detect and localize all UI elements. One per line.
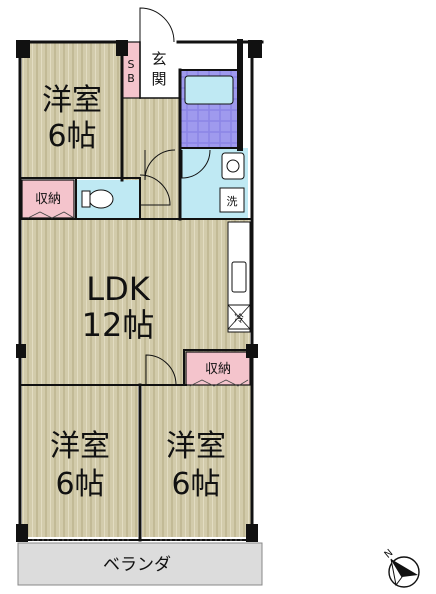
storage-mid-label: 収納 — [205, 362, 231, 377]
fridge-label: 冷 — [234, 312, 244, 325]
entrance-door — [139, 7, 175, 43]
ldk-label: LDK — [86, 270, 150, 308]
entrance-floor — [140, 42, 178, 98]
svg-text:B: B — [127, 72, 135, 85]
mid-door — [145, 354, 177, 386]
toilet-tank — [81, 190, 91, 208]
room-western-bottom-right-size: 6帖 — [171, 467, 220, 502]
hall-door — [144, 149, 176, 181]
room-western-bottom-left-size: 6帖 — [55, 467, 104, 502]
ldk-size: 12帖 — [82, 306, 155, 344]
svg-text:S: S — [128, 58, 135, 71]
entrance-label: 玄 関 — [151, 50, 166, 88]
svg-text:関: 関 — [151, 70, 166, 88]
toilet-bowl — [88, 189, 114, 209]
storage-top-label: 収納 — [35, 192, 61, 207]
room-western-bottom-right-label: 洋室 — [166, 429, 226, 464]
storage-mid — [185, 351, 251, 386]
fridge-cross-2 — [227, 304, 251, 330]
svg-text:玄: 玄 — [151, 50, 166, 68]
wash-door — [181, 149, 211, 179]
balcony-label: ベランダ — [103, 555, 171, 575]
toilet-door — [139, 174, 171, 206]
shoe-box-label: S B — [127, 58, 135, 85]
washer-space — [219, 187, 245, 213]
compass-icon — [388, 556, 420, 588]
washer-label: 洗 — [227, 195, 238, 208]
room-western-top-size: 6帖 — [47, 119, 96, 154]
kitchen-sink — [231, 261, 247, 293]
room-western-bottom-left-floor — [22, 385, 138, 537]
room-western-top-label: 洋室 — [42, 83, 102, 118]
room-western-bottom-left-label: 洋室 — [50, 429, 110, 464]
compass-north-label: N — [383, 548, 396, 561]
washbasin-bowl — [226, 159, 240, 173]
room-western-top-floor — [22, 42, 122, 177]
room-western-bottom-right-floor — [142, 385, 252, 537]
bathtub — [184, 75, 234, 105]
storage-top — [21, 179, 75, 219]
balcony — [17, 542, 263, 586]
